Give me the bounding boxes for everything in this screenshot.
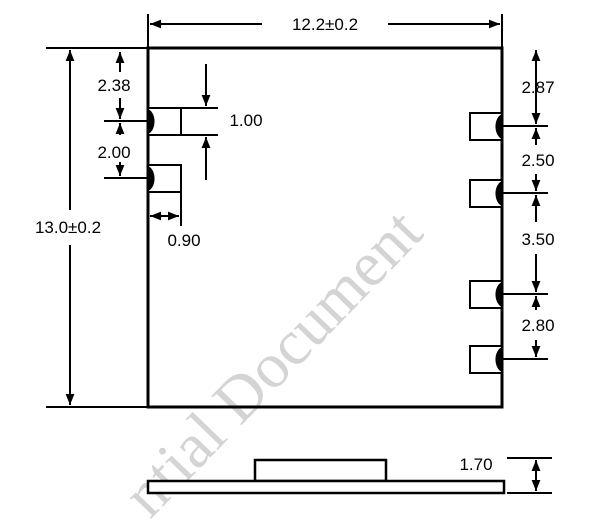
right-pad-2	[469, 179, 503, 208]
right-top-offset-label: 2.87	[521, 78, 554, 97]
right-pitch-3-label: 2.80	[521, 316, 554, 335]
left-pitch-label: 2.00	[97, 143, 130, 162]
left-top-offset-dimension	[104, 52, 148, 179]
right-dimension-chain	[502, 50, 548, 360]
width-dimension-label: 12.2±0.2	[292, 15, 358, 34]
side-view-shield	[253, 458, 388, 483]
pad-length-dimension	[150, 192, 182, 226]
right-pad-3	[469, 280, 503, 309]
thickness-dimension	[507, 457, 552, 494]
height-dimension	[46, 47, 148, 408]
pad-width-label: 1.00	[229, 111, 262, 130]
side-view-board	[146, 479, 506, 495]
left-pad-1	[147, 107, 182, 136]
side-view	[146, 458, 506, 495]
right-pitch-1-label: 2.50	[521, 151, 554, 170]
height-dimension-label: 13.0±0.2	[35, 218, 101, 237]
module-outline	[146, 46, 504, 409]
pad-length-label: 0.90	[167, 231, 200, 250]
left-pad-2	[147, 164, 182, 193]
pad-width-dimension	[181, 64, 218, 180]
right-pad-1	[469, 112, 503, 141]
width-dimension	[147, 14, 503, 48]
thickness-label: 1.70	[459, 455, 492, 474]
left-top-offset-label: 2.38	[97, 76, 130, 95]
right-pitch-2-label: 3.50	[521, 230, 554, 249]
right-pad-4	[469, 345, 503, 374]
